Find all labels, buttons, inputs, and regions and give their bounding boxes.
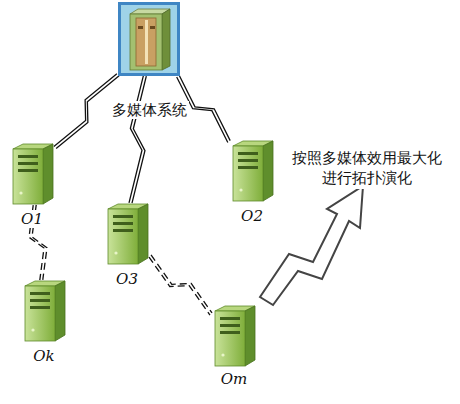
multimedia-server-icon — [118, 2, 180, 76]
evolution-arrow — [260, 186, 363, 305]
annotation-text: 按照多媒体效用最大化进行拓扑演化 — [292, 148, 442, 189]
server-node: O3 — [62, 203, 192, 288]
server-icon — [21, 280, 67, 342]
wireless-link — [129, 76, 146, 203]
node-label: Om — [219, 370, 250, 388]
node-label: O3 — [114, 270, 140, 288]
server-icon — [104, 203, 150, 265]
link-stroke — [129, 76, 143, 203]
wireless-link — [149, 255, 212, 315]
node-label: O1 — [19, 210, 45, 228]
server-icon — [229, 140, 275, 202]
link-stroke — [149, 257, 210, 315]
node-label: O2 — [239, 207, 265, 225]
system-label: 多媒体系统 — [110, 101, 189, 119]
server-icon — [211, 305, 257, 367]
server-icon — [9, 143, 55, 205]
node-label: Ok — [31, 347, 56, 365]
server-node: O1 — [0, 143, 97, 228]
server-node: Om — [169, 305, 299, 388]
link-stroke — [54, 74, 117, 147]
server-node: Ok — [0, 280, 109, 365]
system-node: 多媒体系统 — [84, 2, 214, 119]
